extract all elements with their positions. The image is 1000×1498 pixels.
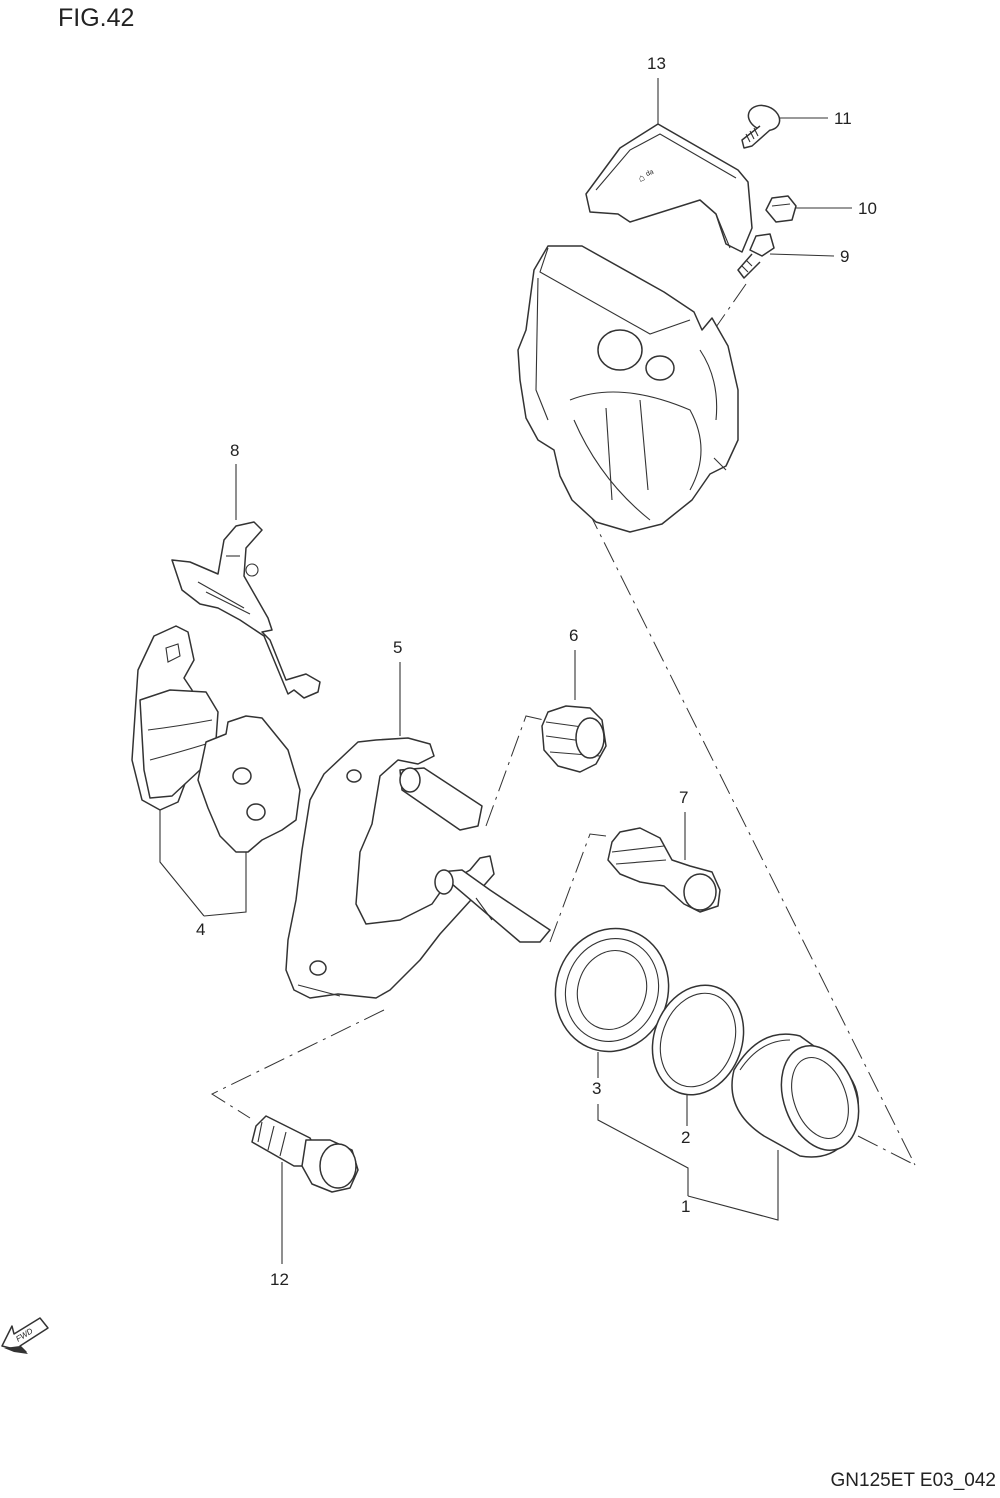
part-13-cover[interactable]: ⌂ ᵈᵃ bbox=[585, 123, 753, 253]
caliper-body[interactable] bbox=[517, 245, 739, 533]
part-10-nut[interactable] bbox=[765, 195, 797, 223]
part-2-oring[interactable] bbox=[638, 972, 759, 1107]
piston[interactable] bbox=[731, 1033, 872, 1161]
part-9-bleeder[interactable] bbox=[737, 233, 775, 279]
callout-9[interactable]: 9 bbox=[840, 247, 849, 266]
callout-labels: 13 11 10 9 8 5 6 7 4 3 2 1 12 bbox=[196, 54, 877, 1289]
callout-4[interactable]: 4 bbox=[196, 920, 205, 939]
callout-1[interactable]: 1 bbox=[681, 1197, 690, 1216]
figure-title: FIG.42 bbox=[58, 4, 135, 32]
part-12-bolt[interactable] bbox=[251, 1115, 359, 1193]
callout-13[interactable]: 13 bbox=[647, 54, 666, 73]
callout-5[interactable]: 5 bbox=[393, 638, 402, 657]
callout-2[interactable]: 2 bbox=[681, 1128, 690, 1147]
leader-lines bbox=[159, 78, 852, 1264]
part-3-seal[interactable] bbox=[540, 914, 685, 1067]
callout-7[interactable]: 7 bbox=[679, 788, 688, 807]
part-11-screw[interactable] bbox=[741, 101, 783, 149]
part-8-spring[interactable] bbox=[171, 521, 321, 699]
callout-10[interactable]: 10 bbox=[858, 199, 877, 218]
callout-11[interactable]: 11 bbox=[834, 109, 852, 128]
part-4-brake-pads[interactable] bbox=[131, 625, 301, 853]
assembly-lines bbox=[210, 283, 916, 1166]
figure-code: GN125ET E03_042 bbox=[830, 1470, 997, 1491]
fwd-arrow-icon: FWD bbox=[1, 1317, 49, 1354]
part-5-bracket[interactable] bbox=[285, 737, 551, 999]
callout-8[interactable]: 8 bbox=[230, 441, 239, 460]
callout-3[interactable]: 3 bbox=[592, 1079, 601, 1098]
callout-6[interactable]: 6 bbox=[569, 626, 578, 645]
part-6-boot[interactable] bbox=[541, 705, 607, 773]
callout-12[interactable]: 12 bbox=[270, 1270, 289, 1289]
part-7-pin[interactable] bbox=[607, 827, 721, 913]
